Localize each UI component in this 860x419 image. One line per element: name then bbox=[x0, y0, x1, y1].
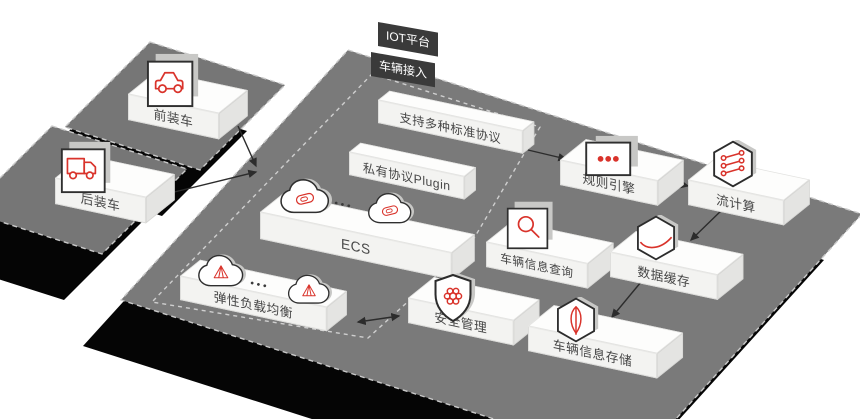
link-access-to-rule-engine bbox=[527, 149, 568, 162]
vehicle-info-query-search-icon bbox=[506, 200, 556, 250]
link-elb-security-bidirectional bbox=[356, 312, 401, 326]
data-cache-hexagon-icon bbox=[632, 215, 680, 261]
elb-cloud-icon bbox=[286, 272, 332, 308]
security-shield-icon bbox=[430, 272, 476, 324]
ecs-cloud-icon bbox=[366, 190, 414, 228]
ecs-cloud-icon bbox=[278, 176, 332, 218]
truck-icon bbox=[60, 140, 114, 194]
rule-engine-card-icon bbox=[584, 134, 642, 178]
stream-computing-hexagon-icon bbox=[708, 140, 758, 188]
vehicle-info-storage-hexagon-icon bbox=[553, 297, 599, 343]
link-front-vehicle-to-access bbox=[237, 125, 257, 168]
link-cache-to-storage bbox=[611, 281, 642, 319]
elb-cloud-icon bbox=[196, 252, 246, 291]
car-icon bbox=[146, 52, 202, 108]
